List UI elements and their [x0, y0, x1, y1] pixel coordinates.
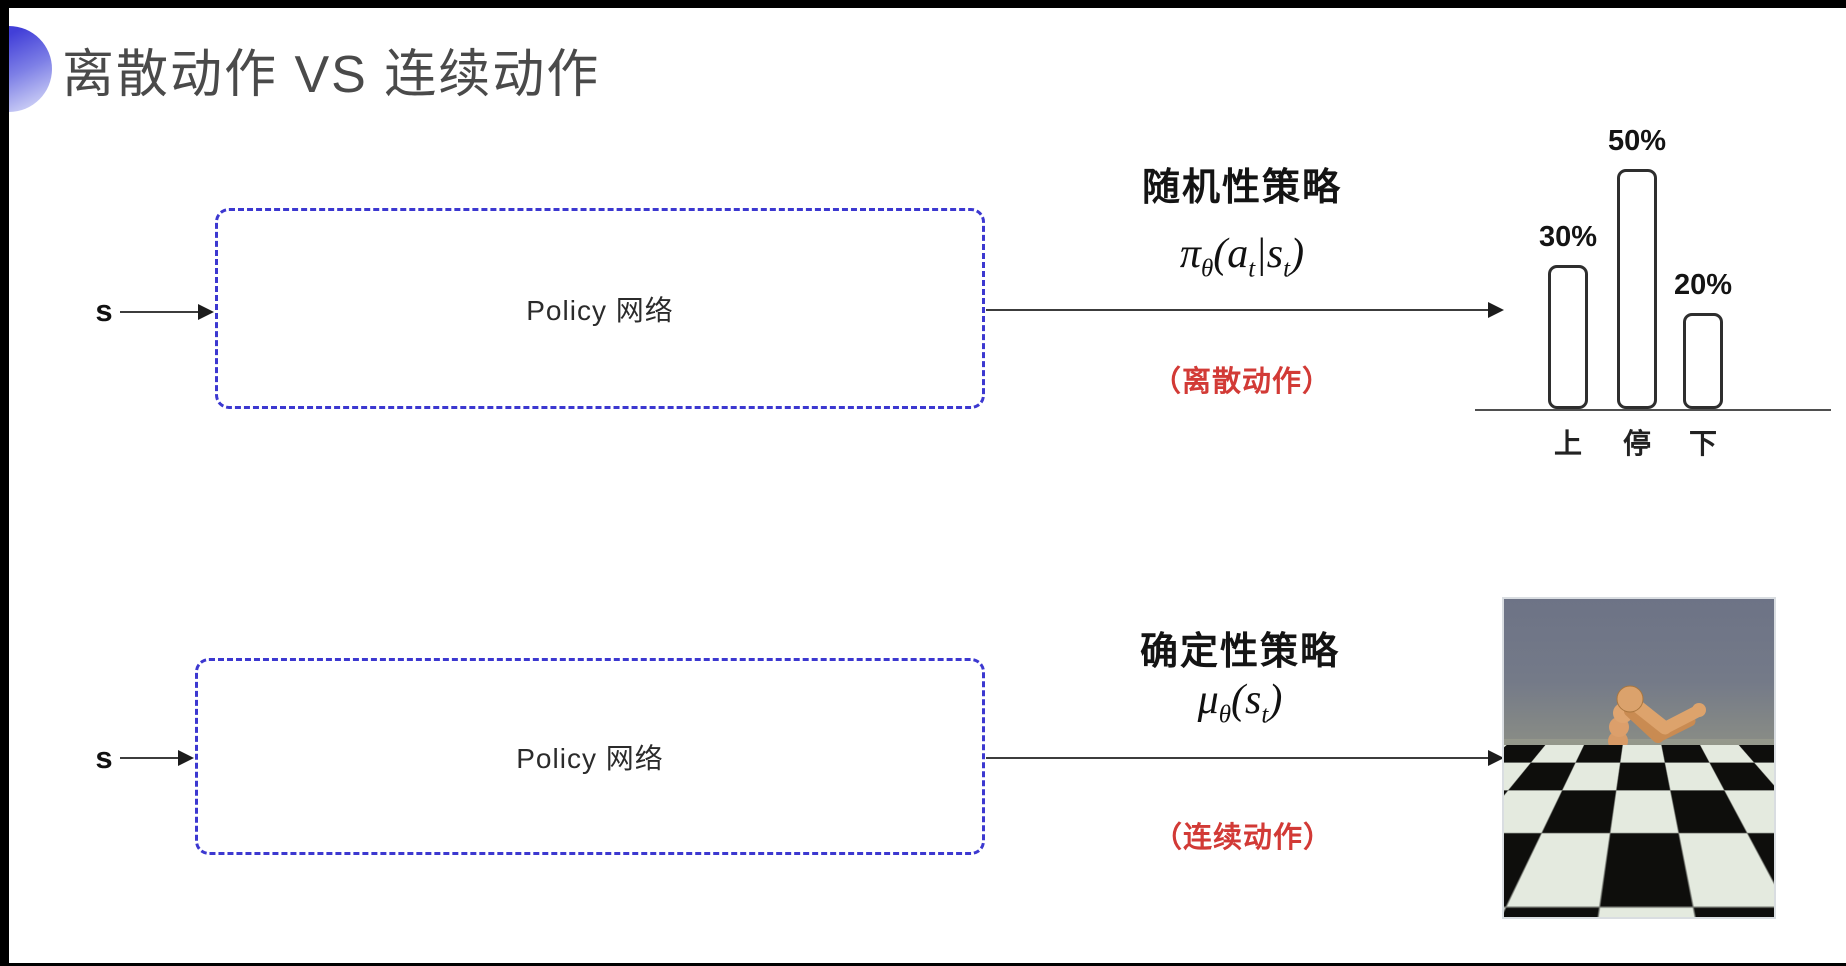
arrowhead-icon [178, 750, 194, 766]
bar-value-label: 20% [1673, 269, 1733, 301]
humanoid-heel [1590, 834, 1608, 852]
formula-mu: μ [1197, 677, 1219, 723]
humanoid-torso-front-leg [1595, 755, 1643, 851]
state-input-label-bottom: s [95, 740, 113, 775]
arrowhead-icon [1488, 302, 1504, 318]
humanoid-knee [1624, 813, 1644, 833]
probability-bar [1548, 265, 1588, 409]
policy-network-box-top: Policy 网络 [215, 208, 985, 409]
humanoid-figure [1590, 685, 1706, 862]
deterministic-policy-title: 确定性策略 [1139, 631, 1340, 673]
slide-title: 离散动作 VS 连续动作 [62, 46, 601, 104]
probability-bar [1617, 169, 1657, 409]
bar-category-label: 停 [1622, 428, 1651, 459]
figure-shadow [1574, 861, 1689, 874]
bar-category-label: 下 [1688, 428, 1717, 459]
arrowhead-icon [1488, 750, 1504, 766]
stochastic-policy-title: 随机性策略 [1141, 167, 1342, 209]
stochastic-policy-formula: πθ(at|st) [1179, 231, 1305, 283]
mujoco-humanoid-simulation-image [1502, 597, 1776, 919]
humanoid-arms [1624, 698, 1704, 743]
policy-network-label-top: Policy 网络 [526, 294, 674, 326]
formula-pi: π [1179, 231, 1201, 277]
frame-bar-bottom [0, 963, 1846, 966]
probability-bar [1683, 313, 1723, 409]
title-accent-shape [9, 26, 52, 112]
deterministic-policy-formula: μθ(st) [1197, 677, 1283, 729]
continuous-action-note: （连续动作） [1152, 822, 1333, 854]
arrow-network-to-output-top [986, 309, 1490, 311]
policy-network-box-bottom: Policy 网络 [195, 658, 985, 855]
bar-value-label: 30% [1538, 221, 1598, 253]
bar-category-label: 上 [1553, 428, 1582, 459]
arrowhead-icon [198, 304, 214, 320]
humanoid-rear-leg [1624, 761, 1664, 862]
frame-bar-top [0, 0, 1846, 8]
frame-bar-left [0, 0, 9, 966]
arrow-network-to-output-bottom [986, 757, 1490, 759]
humanoid-head [1616, 685, 1644, 713]
state-input-label-top: s [95, 293, 113, 328]
chart-baseline [1475, 409, 1831, 411]
humanoid-hand [1692, 703, 1706, 717]
arrow-state-to-network-top [120, 311, 200, 313]
probability-bar-chart: 30% 上 50% 停 20% 下 [1475, 100, 1831, 465]
bar-value-label: 50% [1607, 125, 1667, 157]
policy-network-label-bottom: Policy 网络 [516, 742, 664, 774]
arrow-state-to-network-bottom [120, 757, 182, 759]
discrete-action-note: （离散动作） [1151, 366, 1332, 398]
